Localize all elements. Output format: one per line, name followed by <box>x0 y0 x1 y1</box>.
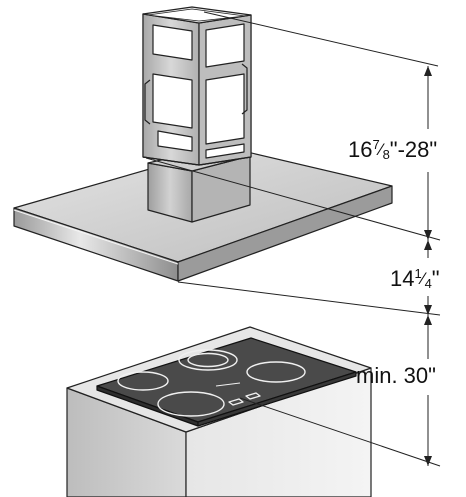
control-panel <box>228 398 244 406</box>
burner-front-left <box>117 371 169 391</box>
burner-rear-right <box>246 361 306 383</box>
cooktop <box>96 337 357 427</box>
canopy-height-label: 141⁄4" <box>390 266 440 291</box>
dimension-lines <box>145 11 441 467</box>
chimney-height-label: 167⁄8"-28" <box>348 137 438 162</box>
burner-front-right <box>157 391 225 417</box>
dimension-arrows <box>424 66 432 466</box>
min-clearance-label: min. 30" <box>356 363 436 388</box>
burner-rear-left <box>178 349 238 371</box>
mounting-bracket <box>142 6 252 166</box>
